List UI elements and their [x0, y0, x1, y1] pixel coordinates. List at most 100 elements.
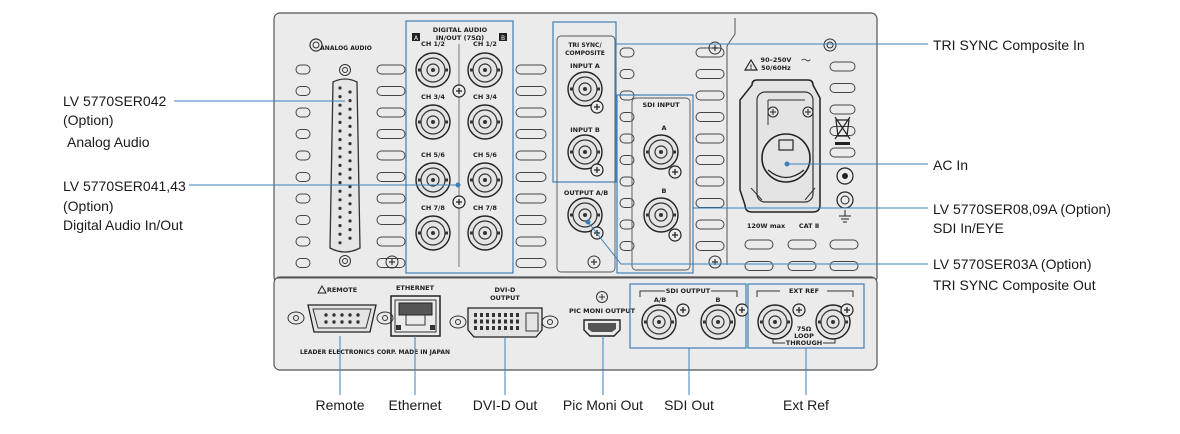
ac-inlet-connector[interactable] [761, 133, 811, 183]
tri-sync-input-b-bnc[interactable] [567, 134, 603, 170]
power-frequency: 50/60Hz [761, 64, 791, 72]
power-category: CAT Ⅱ [799, 222, 819, 230]
vent-slot [295, 193, 311, 204]
callout-remote: Remote [315, 397, 365, 413]
remote-connector[interactable] [307, 304, 377, 333]
vent-slot [695, 155, 725, 165]
lower-connector-row: REMOTE ETHERNET DVI-D OUTPUT PIC MONI OU… [287, 283, 865, 356]
vent-slot [515, 172, 547, 182]
sdi-output-ab-bnc[interactable] [641, 304, 677, 340]
svg-text:!: ! [750, 64, 753, 71]
callout-analog-model: LV 5770SER042 [63, 93, 167, 109]
vent-slot [695, 176, 725, 187]
vent-slot [829, 239, 859, 250]
channel-label-b: CH 7/8 [473, 204, 497, 212]
screw-icon [590, 163, 604, 177]
digital-audio-title: DIGITAL AUDIO [433, 26, 488, 34]
callout-ac-in: AC In [933, 157, 969, 173]
vent-slot [619, 47, 635, 58]
callout-tri-out-model: LV 5770SER03A (Option) [933, 256, 1092, 272]
channel-label-a: CH 7/8 [421, 204, 445, 212]
sdi-output-outline [629, 283, 747, 349]
power-section-outline [726, 18, 736, 265]
vent-slot [376, 107, 406, 118]
vent-slot [619, 219, 635, 230]
digital-audio-bnc-b[interactable] [467, 104, 503, 140]
vent-slot [376, 215, 406, 225]
tri-sync-outline [552, 21, 617, 183]
callout-sdi-desc: SDI In/EYE [933, 220, 1004, 236]
callout-analog-desc: Analog Audio [67, 134, 150, 150]
tri-sync-title: TRI SYNC/ [568, 42, 602, 49]
screw-icon [668, 165, 682, 179]
digital-audio-bnc-b[interactable] [467, 52, 503, 88]
sdi-output-b-bnc[interactable] [700, 304, 736, 340]
vent-slot [295, 64, 311, 75]
analog-audio-connector[interactable] [329, 78, 361, 253]
sdi-output-ab-label: A/B [654, 296, 666, 304]
sdi-input-a-bnc[interactable] [643, 134, 679, 170]
vent-slot [515, 64, 547, 75]
vent-slot [295, 236, 311, 247]
callout-digital-model: LV 5770SER041,43 [63, 178, 186, 194]
callout-tri-out-desc: TRI SYNC Composite Out [933, 277, 1096, 293]
screw-icon [840, 303, 854, 317]
vent-slot [695, 47, 725, 58]
digital-audio-bnc-b[interactable] [467, 162, 503, 198]
screw-icon [735, 303, 749, 317]
screw-icon [792, 303, 806, 317]
vent-slot [515, 215, 547, 225]
vent-slot [744, 239, 774, 250]
vent-slot [515, 86, 547, 96]
dvi-label-line2: OUTPUT [490, 294, 520, 302]
tri-sync-subtitle: COMPOSITE [565, 50, 605, 57]
pic-moni-label: PIC MONI OUTPUT [569, 307, 636, 315]
vent-slot [695, 69, 725, 79]
tri-sync-output-bnc[interactable] [567, 197, 603, 233]
vent-slot [619, 112, 635, 122]
vent-slot [295, 215, 311, 225]
vent-slot [787, 239, 817, 250]
sdi-output-b-label: B [716, 296, 721, 304]
ethernet-label: ETHERNET [396, 284, 435, 292]
vent-slot [829, 104, 856, 115]
digital-audio-bnc-a[interactable] [415, 162, 451, 198]
vent-slot [295, 172, 311, 182]
vent-slot [744, 261, 774, 271]
vent-slot [376, 86, 406, 96]
vent-slot [295, 150, 311, 161]
remote-label: REMOTE [327, 286, 357, 294]
callout-sdi-model: LV 5770SER08,09A (Option) [933, 201, 1111, 217]
ext-ref-impedance: 75Ω [797, 325, 812, 333]
digital-audio-bnc-a[interactable] [415, 215, 451, 251]
input-b-label: INPUT B [570, 126, 600, 134]
ext-ref-bnc-1[interactable] [757, 304, 793, 340]
vent-slot [695, 112, 725, 122]
digital-audio-bnc-b[interactable] [467, 215, 503, 251]
vent-slot [376, 64, 406, 75]
vent-slot [376, 193, 406, 204]
sdi-input-title: SDI INPUT [642, 101, 680, 109]
callout-lines [174, 43, 928, 395]
vent-slot [295, 86, 311, 96]
vent-slot [619, 69, 635, 79]
digital-audio-bnc-a[interactable] [415, 52, 451, 88]
channel-label-b: CH 5/6 [473, 151, 497, 159]
screw-icon [676, 303, 690, 317]
sdi-input-b-bnc[interactable] [643, 197, 679, 233]
warning-icon [743, 58, 759, 71]
callout-analog-option: (Option) [63, 112, 114, 128]
vent-slot [376, 172, 406, 182]
vent-slot [695, 90, 725, 101]
sdi-output-title: SDI OUTPUT [666, 287, 711, 295]
digital-audio-bnc-a[interactable] [415, 104, 451, 140]
sdi-input-a-label: A [661, 124, 666, 132]
tri-sync-input-a-bnc[interactable] [567, 71, 603, 107]
ext-ref-title: EXT REF [789, 287, 819, 295]
hdmi-port[interactable] [583, 319, 621, 337]
vent-slot [515, 150, 547, 161]
output-ab-label: OUTPUT A/B [564, 189, 608, 197]
warning-icon [317, 284, 327, 294]
